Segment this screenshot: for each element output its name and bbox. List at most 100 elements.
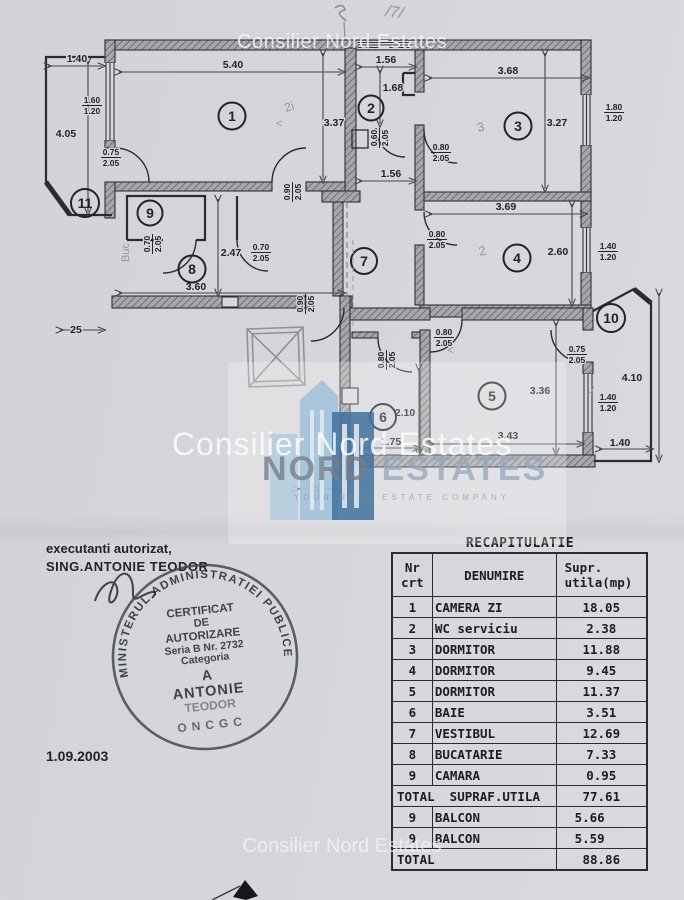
door-arc-room4 [423, 211, 458, 246]
room-1: 1 [217, 101, 247, 131]
walls [104, 39, 596, 481]
svg-text:2.05: 2.05 [429, 240, 446, 250]
svg-text:4: 4 [513, 250, 521, 266]
room-5: 5 [477, 381, 507, 411]
door-arc-room1 [271, 147, 307, 183]
svg-text:0.90: 0.90 [295, 295, 305, 312]
total-utila-label: TOTAL SUPRAF.UTILA [391, 785, 557, 807]
svg-text:10: 10 [603, 310, 619, 326]
svg-text:9: 9 [146, 205, 154, 221]
dim-balcony10-height: 4.10 [622, 372, 643, 384]
room-10: 10 [596, 303, 626, 333]
svg-text:1.40: 1.40 [600, 392, 617, 402]
signature [94, 572, 157, 604]
svg-text:0.60: 0.60 [369, 129, 379, 146]
door-arc-room5 [429, 319, 463, 353]
label-door-balcony11: 0.75 2.05 [101, 146, 121, 169]
pencil-3: 3 [476, 119, 486, 135]
svg-text:1.40: 1.40 [600, 241, 617, 251]
dim-wall-bottom: .20 [308, 483, 323, 495]
svg-text:0.80: 0.80 [433, 142, 450, 152]
executant-line2: SING.ANTONIE TEODOR [46, 559, 208, 574]
dim-room3-width: 3.68 [498, 65, 519, 77]
dim-room1-height: 3.37 [324, 117, 345, 129]
label-door-room1: 0.90 2.05 [281, 182, 304, 202]
svg-text:1.20: 1.20 [606, 113, 623, 123]
room-4: 4 [502, 243, 532, 273]
pencil-annotations: Buc /7/ 2i < 3 2 < 1 [120, 3, 597, 397]
label-door-balcony10: 0.75 2.05 [567, 343, 587, 366]
total-value: 88.86 [555, 848, 648, 871]
svg-text:1.20: 1.20 [600, 252, 617, 262]
pencil-chevron2: < [447, 343, 454, 357]
door-arc-camara [162, 239, 197, 274]
partitions [125, 71, 415, 242]
window-top-wc [358, 41, 412, 49]
svg-text:2.05: 2.05 [433, 153, 450, 163]
dim-wall-left: 25 [70, 324, 82, 336]
svg-text:1.20: 1.20 [84, 106, 101, 116]
dim-room1-width: 5.40 [223, 59, 244, 71]
dim-room6-width: 1.75 [381, 436, 402, 448]
door-arc-balcony10 [550, 329, 584, 363]
label-door-kitchen: 0.70 2.05 [251, 241, 271, 264]
svg-text:2.05: 2.05 [153, 235, 163, 252]
label-door-room4: 0.80 2.05 [427, 228, 447, 251]
label-window-room3: 1.80 1.20 [604, 101, 624, 124]
svg-text:0.70: 0.70 [142, 235, 152, 252]
svg-text:5: 5 [488, 388, 496, 404]
door-arc-entrance [310, 307, 345, 342]
windows [104, 41, 594, 432]
room-11: 11 [70, 188, 100, 218]
dim-room5-height: 3.36 [530, 385, 551, 397]
dim-room5-width: 3.43 [498, 430, 519, 442]
pencil-elevator-sketch [246, 326, 306, 388]
svg-text:2.05: 2.05 [103, 158, 120, 168]
svg-text:2: 2 [367, 100, 375, 116]
opening-labels: 1.60 1.20 0.75 2.05 0.70 2.05 0.80 2.05 … [82, 94, 624, 414]
window-left [104, 63, 116, 140]
wc-notch [401, 71, 415, 97]
door-arc-kitchen [236, 239, 269, 272]
label-window-left: 1.60 1.20 [82, 94, 102, 117]
stamp-line2: DE [193, 616, 209, 630]
window-room3 [580, 95, 592, 145]
executant-line1: executanti autorizat, [46, 541, 172, 556]
dim-room3-height: 3.27 [547, 117, 568, 129]
room-2: 2 [357, 94, 385, 122]
svg-text:1.60: 1.60 [84, 95, 101, 105]
pencil-squiggle [334, 4, 347, 22]
dimension-labels: 1.40 5.40 1.56 3.68 1.68 3.37 3.27 4.05 … [54, 52, 644, 497]
svg-text:0.90: 0.90 [282, 183, 292, 200]
svg-text:1.80: 1.80 [606, 102, 623, 112]
pencil-buc: Buc [120, 243, 132, 262]
label-door-room6: 0.80 2.05 [375, 350, 398, 370]
label-door-wc: 0.60 2.05 [368, 128, 391, 148]
date: 1.09.2003 [46, 748, 108, 764]
label-door-room5: 0.80 2.05 [434, 326, 454, 349]
svg-text:7: 7 [360, 253, 368, 269]
svg-text:2.05: 2.05 [387, 351, 397, 368]
total-utila-row: TOTAL SUPRAF.UTILA 77.61 [391, 785, 648, 807]
svg-text:0.75: 0.75 [569, 344, 586, 354]
recap-title: RECAPITULATIE [465, 536, 575, 551]
svg-text:1: 1 [228, 108, 236, 124]
svg-text:8: 8 [188, 261, 196, 277]
room-8: 8 [177, 254, 207, 284]
window-room5 [582, 374, 594, 432]
room-7: 7 [350, 247, 378, 275]
dim-kitchen-height: 2.47 [221, 247, 242, 259]
pencil-2i: 2i [283, 99, 296, 115]
